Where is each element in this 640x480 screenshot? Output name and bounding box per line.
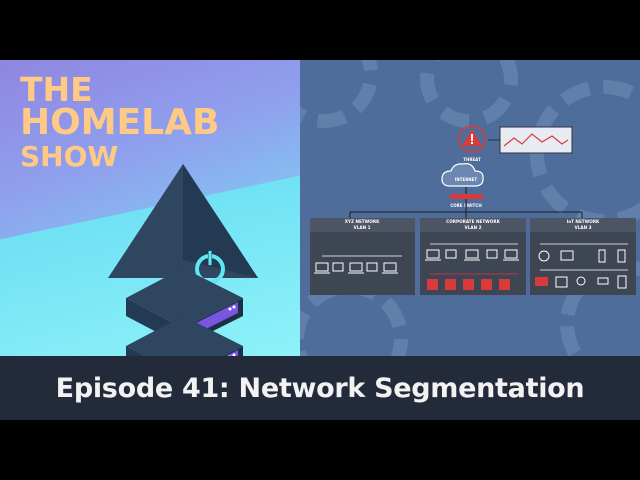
network-box-iot: IoT NETWORK VLAN 3 bbox=[530, 218, 636, 295]
video-frame: THE HOMELAB SHOW bbox=[0, 60, 640, 420]
network-diagram: THREAT INTERNET CORE SWITCH bbox=[310, 125, 636, 295]
server-unit-icon bbox=[126, 316, 243, 356]
branding-panel: THE HOMELAB SHOW bbox=[0, 60, 300, 356]
network-name: CORPORATE NETWORK bbox=[446, 219, 500, 224]
network-vlan: VLAN 2 bbox=[464, 225, 481, 230]
network-box-xyz: XYZ NETWORK VLAN 1 bbox=[310, 218, 415, 295]
network-name: XYZ NETWORK bbox=[345, 219, 380, 224]
server-house-icon bbox=[108, 164, 258, 356]
threat-label: THREAT bbox=[463, 157, 481, 162]
network-box-corporate: CORPORATE NETWORK VLAN 2 bbox=[420, 218, 526, 295]
threat-warning-icon bbox=[458, 125, 486, 153]
logo-line-show: SHOW bbox=[20, 140, 119, 173]
logo-line-the: THE bbox=[20, 70, 93, 109]
episode-title: Episode 41: Network Segmentation bbox=[55, 372, 585, 404]
network-diagram-panel: THREAT INTERNET CORE SWITCH bbox=[300, 60, 640, 356]
cloud-icon bbox=[441, 163, 484, 187]
internet-label: INTERNET bbox=[455, 177, 477, 182]
network-name: IoT NETWORK bbox=[567, 219, 600, 224]
activity-graph-bubble bbox=[488, 126, 573, 154]
network-vlan: VLAN 1 bbox=[353, 225, 370, 230]
network-vlan: VLAN 3 bbox=[574, 225, 591, 230]
episode-caption-bar: Episode 41: Network Segmentation bbox=[0, 356, 640, 420]
core-switch-icon bbox=[450, 194, 483, 199]
logo-line-homelab: HOMELAB bbox=[20, 102, 220, 143]
